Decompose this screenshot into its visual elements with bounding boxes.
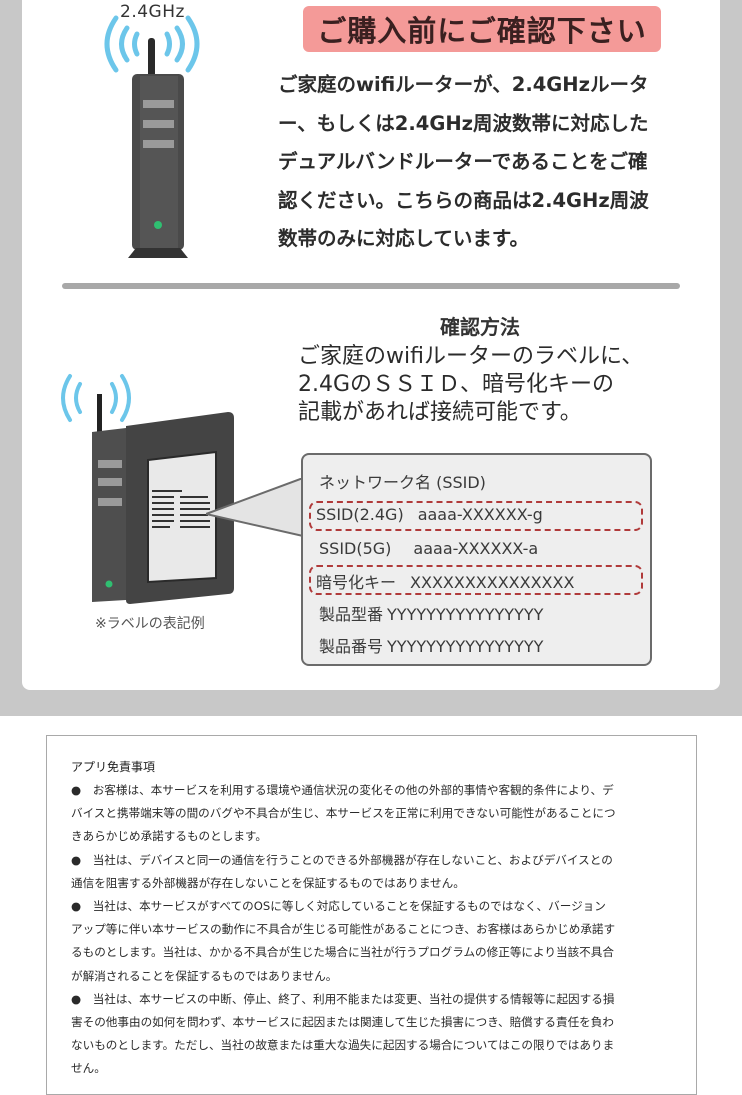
router-label-example: ネットワーク名 (SSID) SSID(2.4G) aaaa-XXXXXX-g S… [301,453,652,666]
wifi-signal-icon [61,374,131,422]
confirm-before-purchase-banner: ご購入前にご確認下さい [303,6,661,52]
label-value: aaaa-XXXXXX-g [417,505,543,524]
callout-pointer [206,478,304,538]
section-divider [62,283,680,289]
label-key: SSID(5G) [319,539,392,558]
led-icon [154,221,162,229]
ssid-24g-highlight [309,501,643,531]
method-line: 記載があれば接続可能です。 [298,400,582,425]
notice-line: 認ください。こちらの商品は2.4GHz周波 [278,188,649,212]
method-title: 確認方法 [440,315,520,339]
disclaimer-line: ● 当社は、デバイスと同一の通信を行うことのできる外部機器が存在しないこと、およ… [71,852,613,867]
disclaimer-line: ないものとします。ただし、当社の故意または重大な過失に起因する場合についてはこの… [71,1038,615,1053]
label-example-caption: ※ラベルの表記例 [95,616,205,632]
label-value: aaaa-XXXXXX-a [413,539,539,558]
disclaimer-line: 害その他事由の如何を問わず、本サービスに起因または関連して生じた損害につき、賠償… [71,1015,614,1030]
disclaimer-line: きあらかじめ承諾するものとします。 [71,829,267,844]
notice-line: ー、もしくは2.4GHz周波数帯に対応した [278,111,649,135]
encryption-key-highlight [309,565,643,595]
label-key: 製品番号 [319,637,384,656]
label-value: YYYYYYYYYYYYYYYY [387,637,544,656]
label-header: ネットワーク名 (SSID) [319,473,486,492]
notice-line: デュアルバンドルーターであることをご確 [278,150,648,173]
method-line: ご家庭のwifiルーターのラベルに、 [298,344,644,369]
frequency-badge: 2.4GHz [120,2,185,22]
label-row-encryption-key: 暗号化キー XXXXXXXXXXXXXXX [316,569,574,593]
compatibility-notice: ご家庭のwifiルーターが、2.4GHzルータ ー、もしくは2.4GHz周波数帯… [278,66,698,259]
disclaimer-line: ● 当社は、本サービスがすべてのOSに等しく対応していることを保証するものではな… [71,899,606,914]
wifi-signal-icon [104,15,200,73]
method-instructions: ご家庭のwifiルーターのラベルに、 2.4GのＳＳＩＤ、暗号化キーの 記載があ… [298,343,698,427]
label-value: YYYYYYYYYYYYYYYY [387,605,544,624]
disclaimer-line: るものとします。当社は、かかる不具合が生じた場合に当社が行うプログラムの修正等に… [71,945,614,960]
label-row-ssid-24g: SSID(2.4G) aaaa-XXXXXX-g [316,505,543,524]
disclaimer-line: 通信を阻害する外部機器が存在しないことを保証するものではありません。 [71,875,465,890]
disclaimer-line: ● お客様は、本サービスを利用する環境や通信状況の変化その他の外部的事情や客観的… [71,783,614,797]
label-key: 製品型番 [319,605,384,624]
label-key: SSID(2.4G) [316,505,404,524]
led-icon [105,580,113,588]
tower-router-illustration [104,15,200,258]
method-line: 2.4GのＳＳＩＤ、暗号化キーの [298,372,615,397]
disclaimer-line: が解消されることを保証するものではありません。 [71,968,338,983]
disclaimer-title: アプリ免責事項 [71,760,156,774]
disclaimer-line: アップ等に伴い本サービスの動作に不具合が生じる可能性があることにつき、お客様はあ… [71,922,616,937]
label-row-ssid-5g: SSID(5G) aaaa-XXXXXX-a [319,539,538,558]
disclaimer-line: ● 当社は、本サービスの中断、停止、終了、利用不能または変更、当社の提供する情報… [71,991,615,1006]
app-disclaimer: アプリ免責事項 ● お客様は、本サービスを利用する環境や通信状況の変化その他の外… [46,735,697,1095]
label-key: 暗号化キー [316,573,397,592]
notice-line: 数帯のみに対応しています。 [278,227,529,250]
disclaimer-line: バイスと携帯端末等の間のバグや不具合が生じ、本サービスを正常に利用できない可能性… [71,806,616,821]
desktop-router-illustration [61,374,234,604]
notice-line: ご家庭のwifiルーターが、2.4GHzルータ [278,73,649,96]
label-print-icon [152,490,210,528]
label-value: XXXXXXXXXXXXXXX [410,573,575,592]
disclaimer-line: せん。 [71,1061,106,1076]
disclaimer-body: ● お客様は、本サービスを利用する環境や通信状況の変化その他の外部的事情や客観的… [71,779,681,1081]
